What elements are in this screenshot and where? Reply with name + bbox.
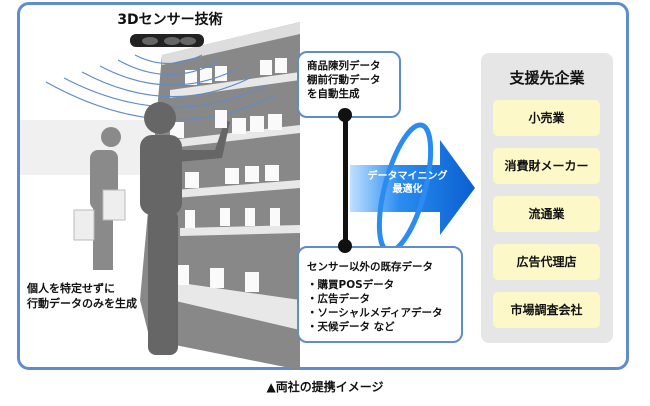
- connector-dot-top: [338, 108, 352, 122]
- connector-line: [343, 114, 348, 246]
- existing-data-box: センサー以外の既存データ ・購買POSデータ ・広告データ ・ソーシャルメディア…: [297, 246, 463, 343]
- support-panel-title: 支援先企業: [509, 69, 585, 87]
- privacy-note-line: 個人を特定せずに: [27, 282, 115, 295]
- arrow-label-line1: データマイニング: [367, 171, 448, 182]
- foreground-shopper: [140, 102, 230, 355]
- support-panel: 支援先企業 小売業 消費財メーカー 流通業 広告代理店 市場調査会社: [481, 53, 613, 343]
- generated-data-line: 商品陳列データ: [307, 60, 381, 72]
- generated-data-line: 棚前行動データ: [307, 74, 381, 86]
- support-item: 広告代理店: [493, 244, 600, 280]
- support-item: 流通業: [493, 196, 600, 232]
- privacy-note: 個人を特定せずに 行動データのみを生成: [27, 281, 137, 311]
- privacy-note-line: 行動データのみを生成: [27, 297, 137, 310]
- generated-data-line: を自動生成: [307, 88, 360, 100]
- connector-dot-bottom: [338, 239, 352, 253]
- support-item: 消費財メーカー: [493, 148, 600, 184]
- support-item: 市場調査会社: [493, 292, 600, 328]
- diagram-frame: [17, 2, 629, 370]
- existing-data-item: ・広告データ: [307, 293, 370, 305]
- figure-caption: ▲両社の提携イメージ: [266, 380, 384, 394]
- existing-data-item: ・購買POSデータ: [307, 279, 395, 291]
- sensor-title: 3Dセンサー技術: [117, 12, 223, 28]
- existing-data-heading: センサー以外の既存データ: [307, 261, 433, 273]
- arrow-label-line2: 最適化: [392, 184, 423, 195]
- generated-data-box: 商品陳列データ 棚前行動データ を自動生成: [297, 51, 401, 118]
- shelf-boards: [150, 72, 300, 330]
- existing-data-item: ・ソーシャルメディアデータ: [307, 307, 443, 319]
- arrow-label: データマイニング 最適化: [350, 170, 465, 196]
- products: [170, 58, 287, 292]
- support-item: 小売業: [493, 100, 600, 136]
- existing-data-item: ・天候データ など: [307, 321, 395, 333]
